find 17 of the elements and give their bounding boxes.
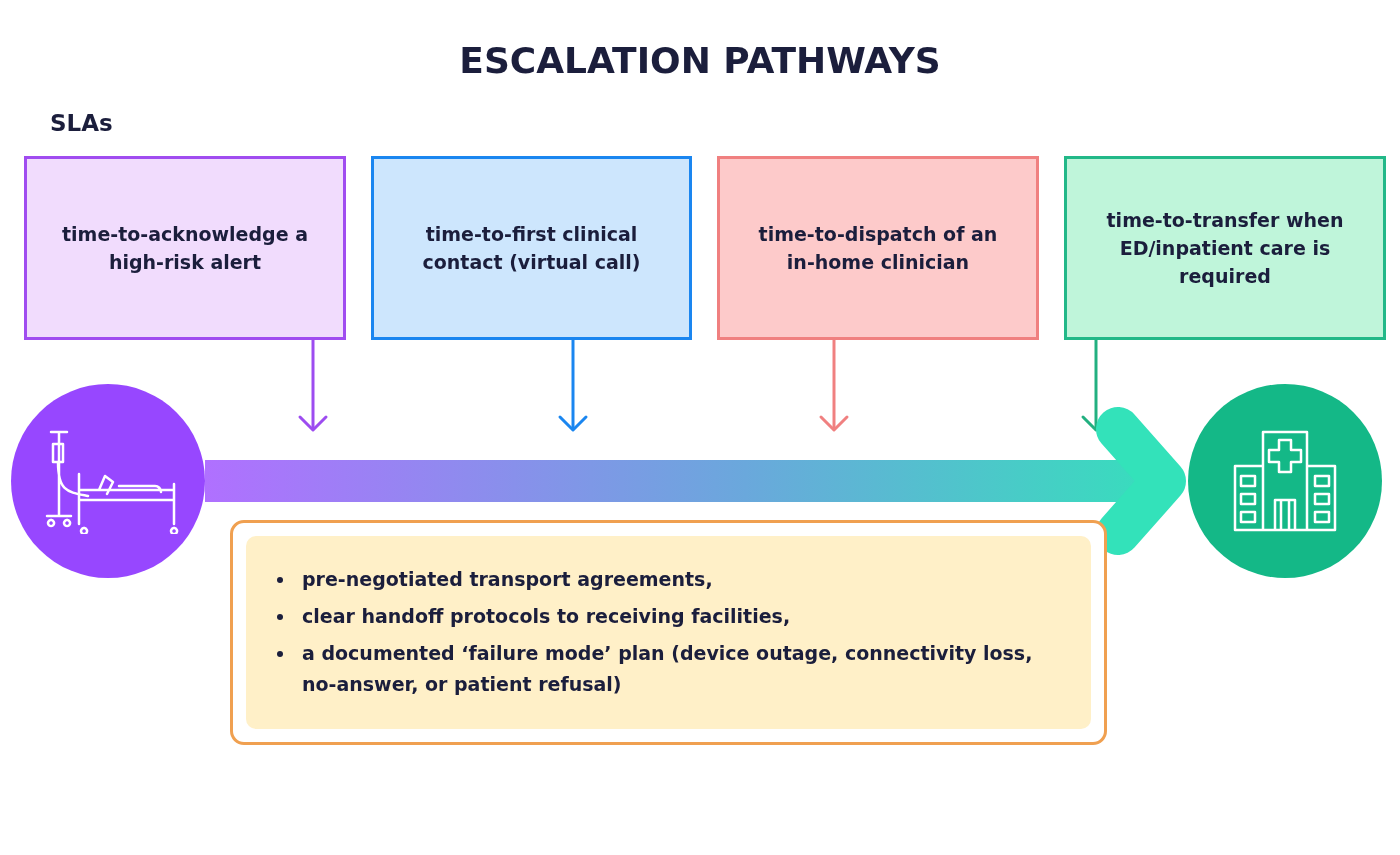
- sla-box: [1064, 156, 1386, 340]
- section-label: SLAs: [50, 110, 113, 136]
- box-text: time-to-dispatch of an in-home clinician: [757, 222, 999, 275]
- sla-box: [371, 156, 692, 340]
- bullet-text: pre-negotiated transport agreements,: [302, 568, 713, 590]
- title: ESCALATION PATHWAYS: [458, 40, 942, 81]
- arrow: [819, 340, 849, 432]
- sla-box: [717, 156, 1039, 340]
- arrow: [298, 340, 328, 432]
- bullet-text: clear handoff protocols to receiving facilities,: [302, 605, 791, 627]
- bullet-text: a documented ‘failure mode’ plan (device outage, connectivity loss, no-answer, or patient refusal): [302, 642, 1033, 695]
- box-text: time-to-acknowledge a high-risk alert: [61, 222, 309, 275]
- box-text: time-to-transfer when ED/inpatient care is required: [1105, 208, 1345, 289]
- box-text: time-to-first clinical contact (virtual call): [421, 222, 642, 275]
- arrow: [558, 340, 588, 432]
- notes-panel: [230, 520, 1107, 745]
- sla-box: [24, 156, 346, 340]
